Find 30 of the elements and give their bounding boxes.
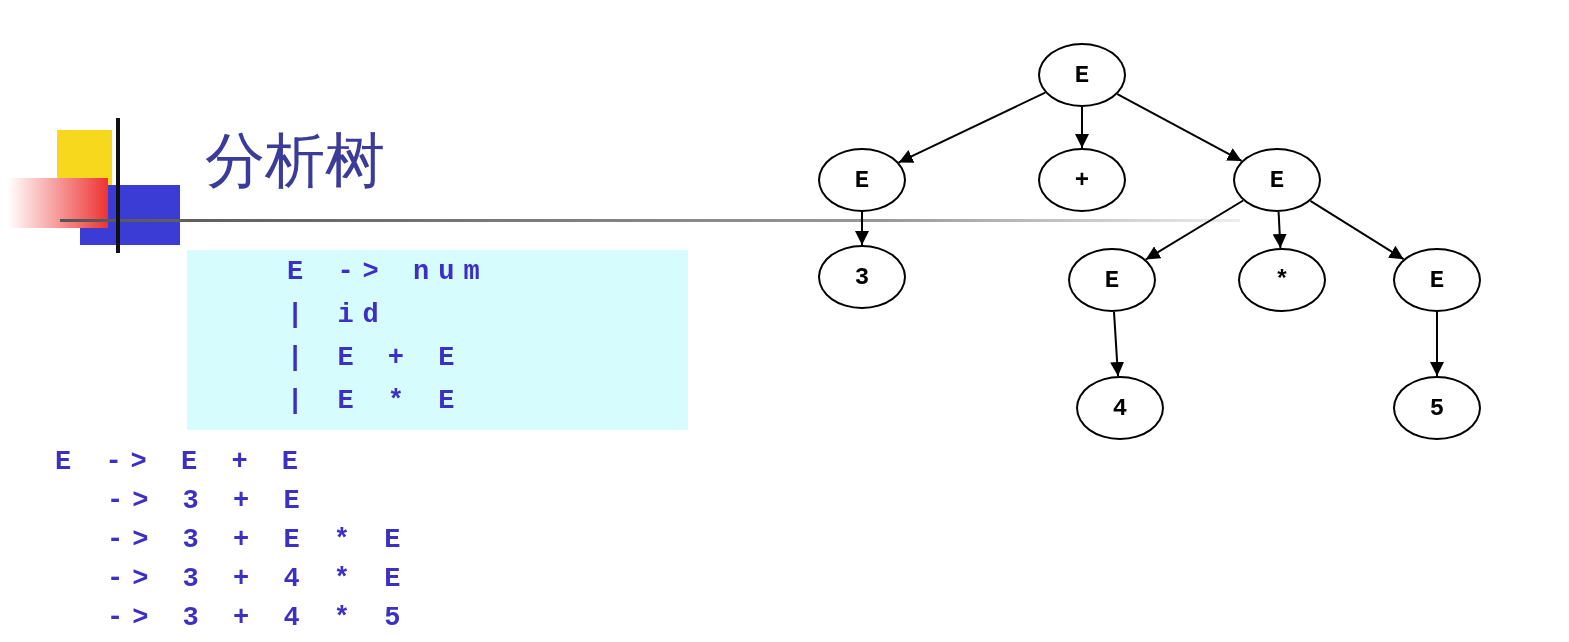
node-label: E: [1074, 61, 1090, 89]
grammar-rule: | E * E: [287, 385, 464, 417]
tree-arrow: [1309, 199, 1405, 261]
grammar-rule: | id: [287, 299, 388, 331]
node-label: E: [1269, 166, 1285, 194]
node-label: E: [1104, 266, 1120, 294]
node-label: E: [854, 166, 870, 194]
tree-arrow: [1272, 211, 1287, 249]
grammar-rule: E -> num: [287, 256, 489, 288]
node-label: 3: [854, 263, 870, 291]
grammar-rule: | E + E: [287, 342, 464, 374]
node-label: *: [1274, 266, 1290, 294]
tree-arrow: [855, 211, 869, 246]
derivation-step: -> 3 + 4 * 5: [107, 602, 410, 634]
node-label: 5: [1429, 394, 1445, 422]
tree-arrow: [1110, 310, 1125, 378]
derivation-step: -> 3 + E * E: [107, 524, 410, 556]
node-label: +: [1074, 166, 1090, 194]
derivation-step: -> 3 + 4 * E: [107, 563, 410, 595]
derivation-step: E -> E + E: [55, 446, 308, 478]
derivation-step: -> 3 + E: [107, 485, 309, 517]
tree-node-ellipse: [1233, 148, 1321, 212]
tree-arrow: [1116, 93, 1243, 162]
tree-arrow: [1430, 311, 1444, 377]
tree-arrow: [897, 91, 1047, 164]
tree-arrow: [1075, 106, 1089, 149]
node-label: 4: [1112, 394, 1128, 422]
grammar-box: [187, 250, 688, 430]
node-label: E: [1429, 266, 1445, 294]
slide-title: 分析树: [205, 124, 385, 197]
